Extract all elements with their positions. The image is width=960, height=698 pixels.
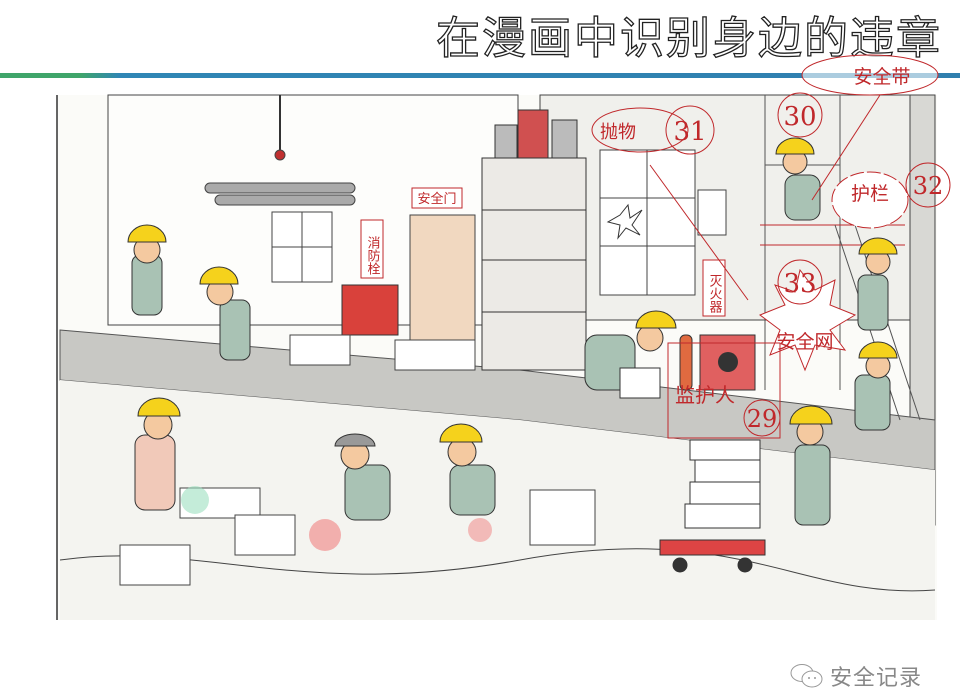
fire-extinguisher-sign-text: 灭火器 — [707, 274, 723, 314]
worker-lifting — [584, 310, 677, 399]
workers — [127, 137, 898, 526]
title-divider — [0, 73, 960, 78]
annotation-29: 监护人 29 — [667, 342, 781, 439]
hand-cart — [659, 439, 766, 573]
annotation-32: 护栏 32 — [831, 162, 951, 229]
annotation-32-label: 护栏 — [851, 183, 889, 205]
welding-machine — [679, 334, 756, 391]
annotation-33: 33 安全网 — [776, 259, 834, 353]
welding-sparks — [181, 268, 857, 551]
annotation-30-label: 安全带 — [853, 66, 910, 88]
annotation-31: 抛物 31 — [591, 105, 749, 301]
helmet-icon — [858, 237, 898, 255]
helmet-icon — [858, 341, 898, 359]
worker-walking — [127, 224, 167, 316]
worker-on-scaffold — [775, 137, 821, 221]
helmet-icon — [199, 266, 239, 285]
wechat-icon — [790, 664, 823, 688]
annotation-33-number: 33 — [783, 269, 816, 299]
annotation-29-number: 29 — [747, 405, 778, 433]
helmet-icon — [635, 310, 677, 329]
helmet-icon — [439, 423, 483, 443]
annotation-33-label: 安全网 — [776, 331, 833, 353]
worker-pushing-cart — [789, 405, 833, 526]
annotation-30-number: 30 — [783, 102, 816, 132]
watermark-text: 安全记录 — [830, 666, 923, 691]
worker-cap — [334, 433, 391, 521]
worker-welding-left — [134, 397, 181, 511]
window-left — [271, 211, 333, 283]
window-broken — [599, 149, 696, 296]
helmet-icon — [789, 405, 833, 425]
worker-pointing — [199, 266, 251, 361]
annotation-29-label: 监护人 — [675, 383, 735, 407]
tool-shelf — [481, 109, 587, 371]
fire-hydrant-sign: 消防栓 — [341, 219, 399, 336]
safety-door: 安全门 — [409, 187, 476, 341]
annotation-32-number: 32 — [913, 172, 944, 200]
helmet-icon — [137, 397, 181, 417]
worker-on-ladder — [857, 237, 898, 331]
worker-running — [854, 341, 898, 431]
watermark: 安全记录 — [790, 660, 922, 692]
annotation-30: 30 安全带 — [777, 54, 939, 201]
worker-grinder — [439, 423, 496, 516]
safety-door-sign: 安全门 — [417, 191, 456, 207]
annotation-31-label: 抛物 — [600, 122, 636, 143]
annotation-31-number: 31 — [673, 117, 706, 147]
helmet-icon — [775, 137, 815, 155]
hoisted-pipes — [204, 95, 356, 206]
helmet-icon — [127, 224, 167, 243]
fire-hydrant-sign-text: 消防栓 — [365, 236, 381, 275]
fire-extinguisher-sign: 灭火器 — [697, 189, 727, 317]
